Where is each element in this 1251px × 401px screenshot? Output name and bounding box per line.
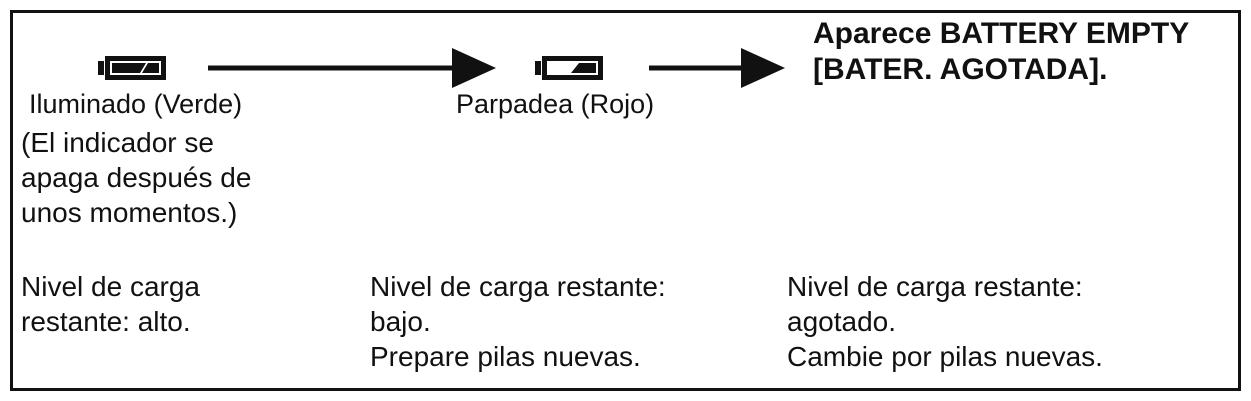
level-text-empty: Cambie por pilas nuevas. [787,341,1103,372]
battery-low-icon [535,56,603,80]
level-text-low: bajo. [370,306,431,337]
level-text-empty: Nivel de carga restante: [787,271,1083,302]
battery-indicator-diagram: Iluminado (Verde) (El indicador se apaga… [10,10,1241,391]
status-label-green: Iluminado (Verde) [29,89,243,119]
level-text-high: Nivel de carga [21,271,200,302]
battery-empty-message: Aparece BATTERY EMPTY [813,17,1190,50]
status-note-line: unos momentos.) [21,197,238,228]
arrow-right-icon [208,48,496,88]
level-text-empty: agotado. [787,306,896,337]
level-text-low: Prepare pilas nuevas. [370,341,641,372]
status-note-line: (El indicador se [21,127,214,158]
status-label-red: Parpadea (Rojo) [456,89,655,119]
level-text-high: restante: alto. [21,306,191,337]
level-text-low: Nivel de carga restante: [370,271,666,302]
arrow-right-icon [649,48,785,88]
status-note-line: apaga después de [21,162,252,193]
battery-full-icon [98,56,166,80]
battery-empty-message: [BATER. AGOTADA]. [813,53,1108,86]
